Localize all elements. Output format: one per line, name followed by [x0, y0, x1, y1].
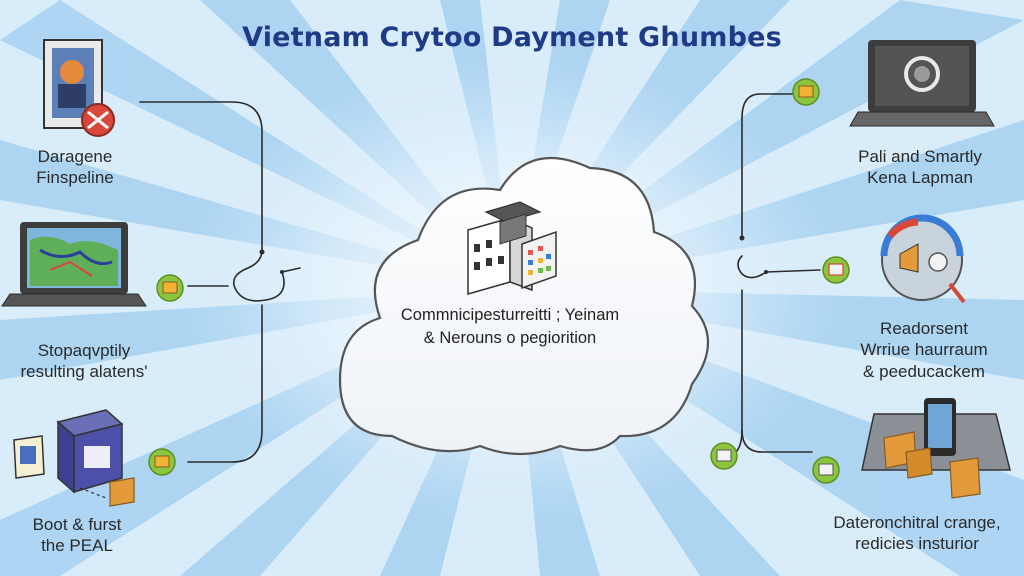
framed-photo-icon: [43, 39, 115, 137]
center-label: Commnicipesturreitti ; Yeinam & Nerouns …: [360, 304, 660, 350]
laptop-map-icon: [1, 222, 147, 307]
laptop-icon: [849, 40, 995, 127]
label-line: Readorsent: [880, 319, 968, 338]
packages-icon: [13, 409, 135, 507]
right-item-label: Dateronchitral crange, redicies insturio…: [814, 512, 1020, 555]
label-line: redicies insturior: [855, 534, 979, 554]
left-item-label: Stopaqvptily resulting alatens': [4, 340, 164, 383]
label-line: resulting alatens': [20, 362, 148, 382]
left-item-label: Daragene Finspeline: [12, 146, 138, 189]
badge-icon: [822, 256, 850, 284]
label-line: Pali and Smartly: [858, 147, 982, 166]
badge-icons: [148, 78, 850, 484]
label-line: Boot & furst: [32, 515, 122, 534]
label-line: Stopaqvptily: [37, 341, 131, 360]
badge-icon: [148, 448, 176, 476]
badge-icon: [710, 442, 738, 470]
label-line: Kena Lapman: [867, 168, 973, 188]
badge-icon: [792, 78, 820, 106]
diagram-title: Vietnam Crytoo Dayment Ghumbes: [242, 22, 782, 53]
left-item-label: Boot & furst the PEAL: [10, 514, 144, 557]
label-line: Daragene: [37, 147, 113, 166]
label-line: Finspeline: [36, 168, 114, 188]
connector-lines: [139, 93, 821, 463]
line-nodes: [259, 235, 768, 274]
building-icon: [467, 201, 557, 295]
right-item-label: Pali and Smartly Kena Lapman: [830, 146, 1010, 189]
phone-packages-icon: [861, 398, 1011, 499]
label-line: the PEAL: [41, 536, 113, 556]
center-label-line: Commnicipesturreitti ; Yeinam: [400, 306, 620, 324]
label-line: & peeducackem: [863, 361, 985, 381]
center-label-line: & Nerouns o pegiorition: [423, 329, 597, 348]
label-line: Wrriue haurraum: [860, 340, 988, 360]
label-line: Dateronchitral crange,: [833, 513, 1001, 532]
gauge-icon: [880, 214, 966, 304]
cloud-shape: [338, 156, 710, 456]
badge-icon: [812, 456, 840, 484]
badge-icon: [156, 274, 184, 302]
right-item-label: Readorsent Wrriue haurraum & peeducackem: [836, 318, 1012, 382]
